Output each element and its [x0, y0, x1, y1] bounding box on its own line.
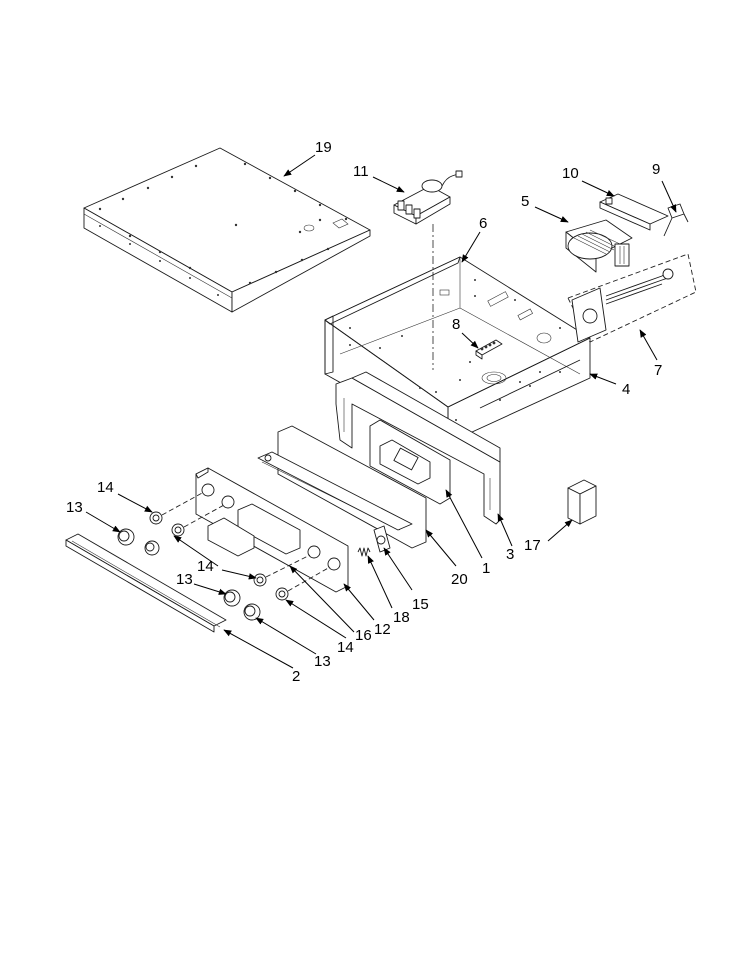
- callout-4: 4: [622, 381, 630, 398]
- callout-8: 8: [452, 316, 460, 333]
- part-2-bottom-trim: [65, 533, 227, 633]
- part-13-knob-a: [117, 528, 135, 546]
- part-12-control-panel: [195, 467, 349, 593]
- part-19-top-cover: [83, 147, 371, 313]
- part-8-terminal-block: [475, 339, 503, 360]
- callout-14c: 14: [337, 639, 354, 656]
- callout-5: 5: [521, 193, 529, 210]
- part-7-heater-assembly: [567, 253, 697, 343]
- callout-2: 2: [292, 668, 300, 685]
- part-3-front-frame: [335, 371, 501, 525]
- callout-13a: 13: [66, 499, 83, 516]
- callout-14b: 14: [197, 558, 214, 575]
- part-13-knob-d: [243, 603, 261, 621]
- callout-11: 11: [353, 163, 369, 180]
- callout-13b: 13: [176, 571, 193, 588]
- part-17-module: [567, 479, 597, 525]
- callout-18: 18: [393, 609, 410, 626]
- part-14-bezel-d: [275, 587, 289, 601]
- part-11-thermostat: [393, 170, 463, 225]
- part-6-cavity-box: [324, 256, 591, 444]
- part-13-knob-c: [223, 589, 241, 607]
- part-18-spring: [357, 547, 371, 557]
- callout-19: 19: [315, 139, 332, 156]
- callout-13c: 13: [314, 653, 331, 670]
- callout-7: 7: [654, 362, 662, 379]
- callout-9: 9: [652, 161, 660, 178]
- part-10-bracket: [599, 193, 669, 231]
- part-14-bezel-a: [149, 511, 163, 525]
- part-9-clip: [663, 203, 689, 237]
- callout-14a: 14: [97, 479, 114, 496]
- part-20-trim-strip: [257, 425, 427, 549]
- callout-labels: 19 11 6 5 10 9 8 7 4 14 13 17 3 1 20 14 …: [66, 139, 662, 685]
- part-14-bezel-c: [253, 573, 267, 587]
- leader-arrows: [85, 154, 677, 669]
- callout-3: 3: [506, 546, 514, 563]
- part-5-blower: [565, 219, 633, 273]
- part-13-knob-b: [144, 540, 160, 556]
- knob-alignment-lines: [161, 491, 331, 592]
- callout-10: 10: [562, 165, 579, 182]
- callout-1: 1: [482, 560, 490, 577]
- callout-15: 15: [412, 596, 429, 613]
- callout-16: 16: [355, 627, 372, 644]
- part-14-bezel-b: [171, 523, 185, 537]
- callout-17: 17: [524, 537, 541, 554]
- callout-20: 20: [451, 571, 468, 588]
- callout-12: 12: [374, 621, 391, 638]
- callout-6: 6: [479, 215, 487, 232]
